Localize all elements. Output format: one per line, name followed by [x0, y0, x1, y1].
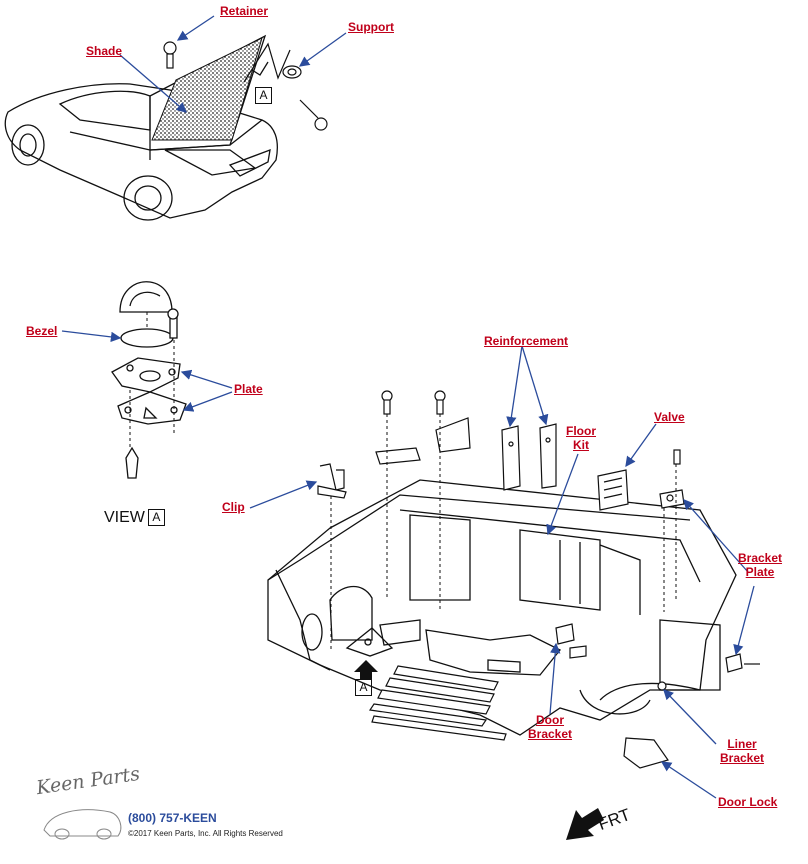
label-bracket-plate-line1: Bracket: [738, 551, 783, 565]
view-letter-box: A: [147, 509, 165, 527]
label-liner-bracket[interactable]: Liner Bracket: [720, 737, 764, 765]
callout-a-floor: A: [352, 679, 372, 697]
label-floor-kit-line1: Floor: [566, 424, 596, 438]
label-bezel[interactable]: Bezel: [26, 324, 58, 338]
label-door-lock[interactable]: Door Lock: [718, 795, 778, 809]
label-door-bracket-line1: Door: [536, 713, 565, 727]
callout-a-floor-box: A: [355, 679, 372, 697]
label-reinforcement[interactable]: Reinforcement: [484, 334, 569, 348]
view-a-parts: [111, 281, 187, 479]
floor-guides: [330, 414, 677, 650]
callout-a-top-box: A: [255, 87, 272, 105]
support-part: [282, 65, 328, 131]
copyright-text: ©2017 Keen Parts, Inc. All Rights Reserv…: [128, 829, 283, 838]
label-floor-kit[interactable]: Floor Kit: [566, 424, 596, 452]
label-valve[interactable]: Valve: [654, 410, 685, 424]
up-arrow: [354, 660, 378, 680]
label-liner-bracket-line2: Bracket: [720, 751, 765, 765]
label-bracket-plate-line2: Plate: [745, 565, 775, 579]
retainer-part: [163, 41, 177, 69]
frt-arrow: [566, 808, 604, 840]
label-liner-bracket-line1: Liner: [727, 737, 757, 751]
floor-strips: [368, 665, 507, 741]
shade-panel: [151, 37, 263, 141]
phone-number[interactable]: (800) 757-KEEN: [128, 811, 217, 825]
label-plate[interactable]: Plate: [234, 382, 263, 396]
label-floor-kit-line2: Kit: [573, 438, 589, 452]
callout-a-top: A: [252, 87, 272, 105]
label-shade[interactable]: Shade: [86, 44, 123, 58]
floor-hardware: [317, 390, 760, 769]
reinforcement-parts: [501, 423, 557, 491]
label-support[interactable]: Support: [348, 20, 394, 34]
label-retainer[interactable]: Retainer: [220, 4, 269, 18]
floor-compartment: [267, 479, 737, 736]
label-clip[interactable]: Clip: [222, 500, 245, 514]
leader-lines: [61, 15, 755, 799]
view-a-guides: [129, 312, 175, 448]
logo-car: [43, 809, 122, 840]
label-door-bracket-line2: Bracket: [528, 727, 573, 741]
label-bracket-plate[interactable]: Bracket Plate: [738, 551, 782, 579]
label-door-bracket[interactable]: Door Bracket: [528, 713, 572, 741]
view-word: VIEW: [104, 509, 145, 526]
